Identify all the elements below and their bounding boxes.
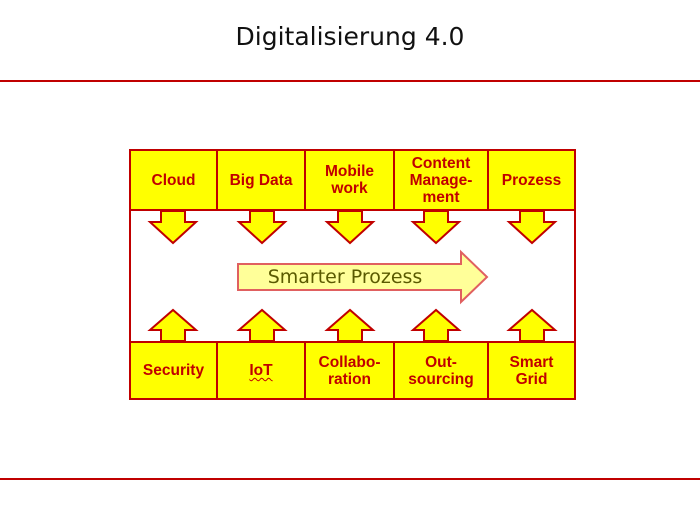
- box-mobile-work: Mobile work: [304, 149, 395, 211]
- center-arrow-label: Smarter Prozess: [267, 266, 423, 288]
- box-smart-grid-label: Smart Grid: [509, 353, 554, 388]
- box-iot-label: IoT: [249, 362, 273, 379]
- down-arrow-content-management: [410, 210, 462, 245]
- up-arrow-iot: [236, 308, 288, 342]
- box-cloud-label: Cloud: [151, 171, 196, 189]
- up-arrow-security: [147, 308, 199, 342]
- box-cloud: Cloud: [129, 149, 218, 211]
- bottom-divider: [0, 478, 700, 480]
- box-outsourcing: Out- sourcing: [393, 341, 489, 400]
- box-iot: IoT: [216, 341, 306, 400]
- box-outsourcing-label: Out- sourcing: [408, 353, 474, 388]
- down-arrow-big-data: [236, 210, 288, 245]
- up-arrow-collaboration: [324, 308, 376, 342]
- box-content-management: Content Manage- ment: [393, 149, 489, 211]
- down-arrow-cloud: [147, 210, 199, 245]
- top-divider: [0, 80, 700, 82]
- box-big-data-label: Big Data: [229, 171, 293, 189]
- box-smart-grid: Smart Grid: [487, 341, 576, 400]
- box-mobile-work-label: Mobile work: [324, 163, 375, 197]
- down-arrow-mobile-work: [324, 210, 376, 245]
- box-security-label: Security: [142, 362, 205, 379]
- box-collaboration-label: Collabo- ration: [318, 353, 381, 388]
- up-arrow-smart-grid: [506, 308, 558, 342]
- box-collaboration: Collabo- ration: [304, 341, 395, 400]
- box-big-data: Big Data: [216, 149, 306, 211]
- down-arrow-prozess: [506, 210, 558, 245]
- box-prozess-label: Prozess: [501, 171, 562, 189]
- center-right-arrow: [237, 249, 489, 305]
- box-prozess: Prozess: [487, 149, 576, 211]
- slide-title: Digitalisierung 4.0: [235, 22, 465, 51]
- up-arrow-outsourcing: [410, 308, 462, 342]
- box-security: Security: [129, 341, 218, 400]
- box-content-management-label: Content Manage- ment: [409, 154, 473, 206]
